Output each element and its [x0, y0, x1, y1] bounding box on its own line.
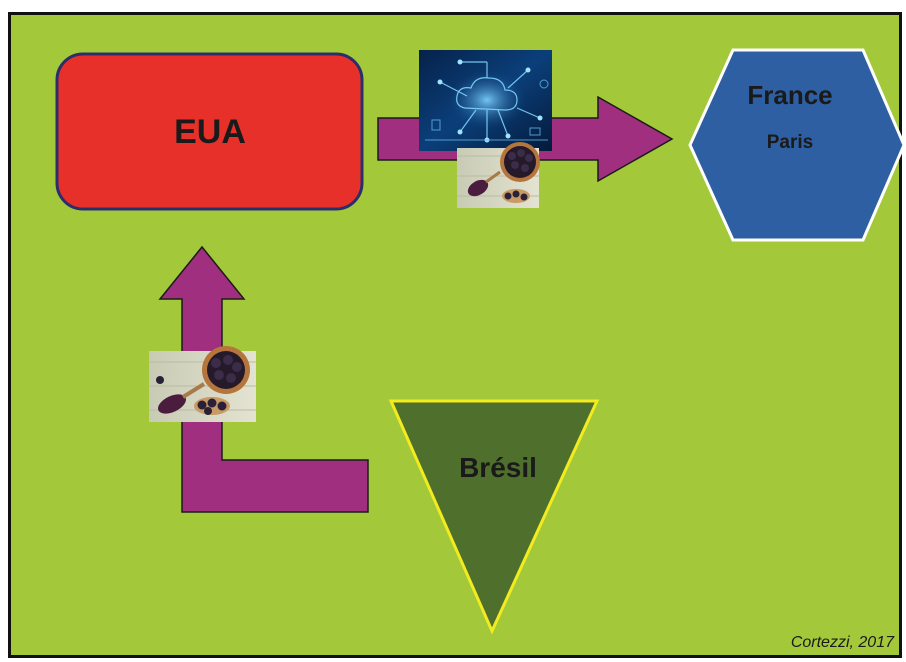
technology-image	[419, 50, 552, 151]
acai-image-top	[457, 142, 540, 208]
node-bresil	[388, 399, 600, 635]
node-france	[688, 48, 906, 242]
node-france-label: France	[747, 80, 833, 110]
node-eua	[55, 52, 364, 211]
credit-text: Cortezzi, 2017	[790, 634, 894, 651]
acai-image-left	[149, 346, 256, 422]
node-bresil-label: Brésil	[459, 452, 537, 483]
node-france-sublabel: Paris	[766, 132, 814, 153]
